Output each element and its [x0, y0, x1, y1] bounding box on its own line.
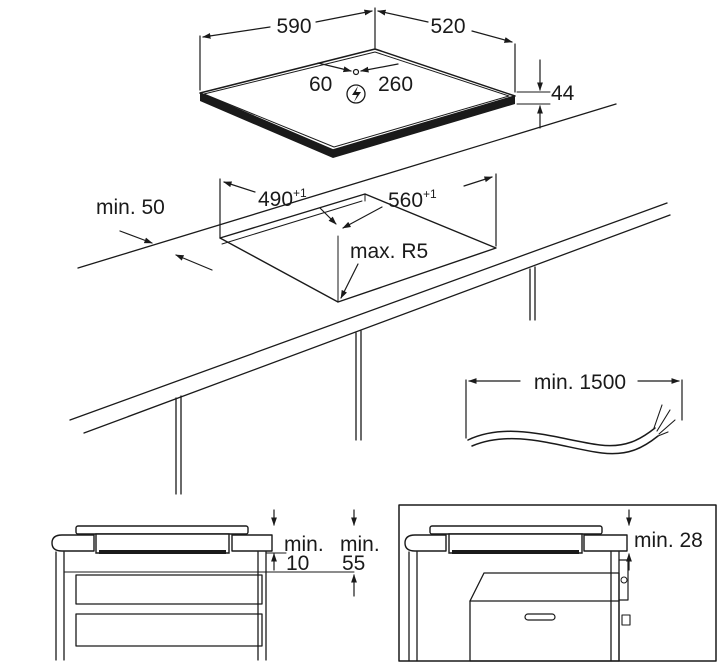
hob-body-section-right — [448, 533, 583, 554]
hob-body-section — [95, 533, 230, 554]
cable-lower-line — [471, 435, 659, 455]
hob-top-surface — [199, 48, 516, 151]
hob-depth-label: 520 — [430, 15, 465, 38]
cable-length-label: min. 1500 — [534, 371, 626, 394]
connection-y-label: 260 — [378, 73, 413, 96]
hob-edge — [200, 93, 515, 158]
cable-length-diagram: min. 1500 — [465, 371, 683, 455]
worktop-back-edge — [77, 103, 617, 269]
hob-glass-section-right — [429, 525, 603, 535]
power-connection-icon — [346, 84, 366, 104]
gap-a-min-label: min. — [284, 533, 324, 556]
worktop-right-piece-right — [583, 534, 628, 552]
cable-upper-line — [467, 427, 656, 447]
corner-radius-label: max. R5 — [350, 240, 428, 263]
hob-thickness-label: 44 — [551, 82, 575, 105]
leg-back-right — [529, 266, 536, 321]
gap-oven-label: min. 28 — [634, 529, 703, 552]
hob-width-label: 590 — [276, 15, 311, 38]
leg-front-middle — [355, 330, 362, 441]
worktop-right-piece — [231, 534, 273, 552]
gap-b-min-label: min. — [340, 533, 380, 556]
oven-front — [469, 600, 620, 662]
oven-handle — [524, 613, 556, 621]
gap-b-value-label: 55 — [342, 552, 365, 575]
gap-a-value-label: 10 — [286, 552, 309, 575]
section-left-with-drawers: min. 10 min. 55 — [51, 509, 380, 661]
hob-glass-outline — [203, 51, 510, 148]
drawer-lower — [75, 613, 263, 647]
cable-wires — [653, 404, 676, 437]
hob-top-view: 590 520 44 60 260 — [199, 7, 575, 158]
leg-front-left — [175, 395, 182, 495]
hob-glass-section — [75, 525, 249, 535]
drawer-upper — [75, 574, 263, 605]
oven-top — [469, 572, 620, 602]
worktop-left-piece — [51, 534, 95, 552]
worktop-front-edge — [69, 202, 668, 421]
worktop-perspective: 490+1 560+1 min. 50 max. R5 — [69, 103, 671, 495]
cutout-width-label: 490+1 — [258, 186, 307, 211]
connection-x-label: 60 — [309, 73, 332, 96]
cutout-depth-label: 560+1 — [388, 187, 437, 212]
front-distance-label: min. 50 — [96, 196, 165, 219]
cutout-opening — [219, 193, 497, 303]
worktop-left-piece-right — [404, 534, 447, 552]
worktop-front-edge-lower — [83, 214, 671, 434]
section-right-with-oven: min. 28 — [398, 504, 717, 662]
